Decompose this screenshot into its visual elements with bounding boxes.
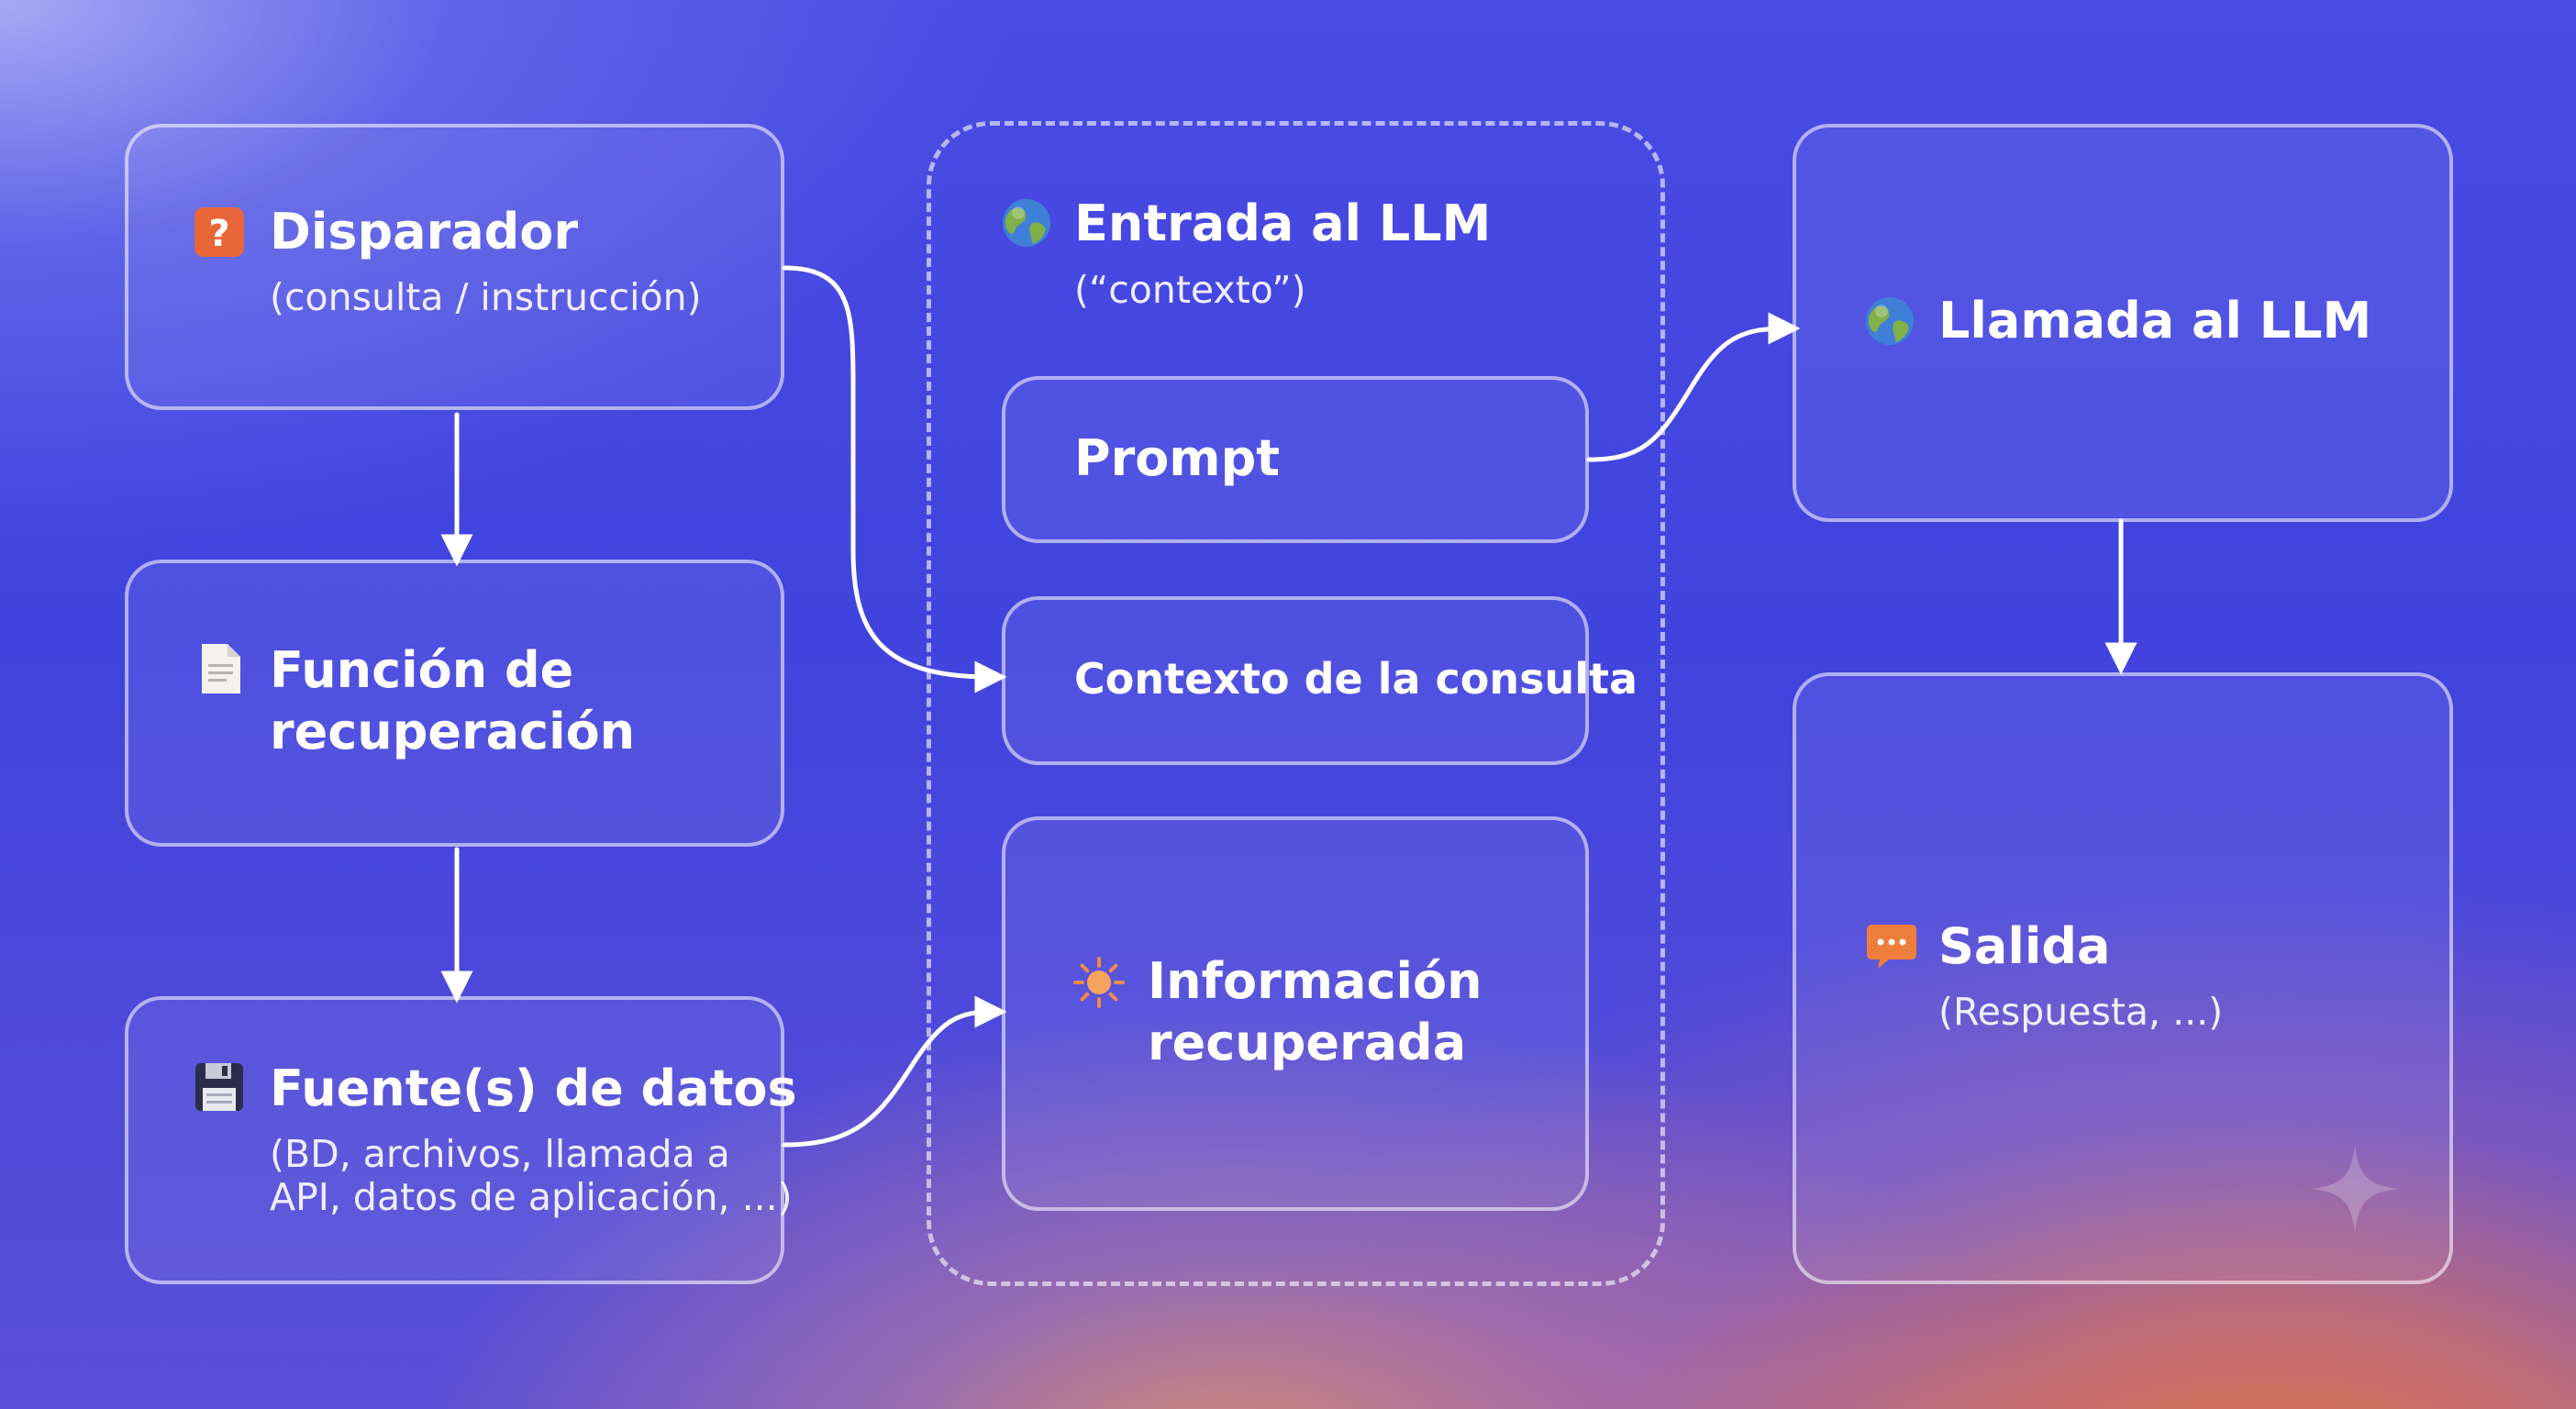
datasource-title: Fuente(s) de datos: [270, 1060, 797, 1117]
floppy-disk-icon: [195, 1063, 243, 1111]
output-box: [1793, 672, 2453, 1284]
arrow-prompt-to-llm-call: [1586, 312, 1801, 462]
arrow-trigger-to-query-context: [782, 265, 1007, 693]
retrieved-info-box: [1002, 816, 1589, 1211]
prompt-box: [1002, 376, 1589, 543]
retrieval-title-line2: recuperación: [270, 703, 636, 760]
arrow-datasource-to-retrieved-info: [782, 995, 1007, 1148]
document-icon: [202, 644, 240, 693]
globe-icon: [1866, 297, 1914, 345]
globe-icon: [1003, 199, 1050, 247]
output-subtitle: (Respuesta, ...): [1938, 990, 2224, 1034]
llm-input-group: [927, 121, 1665, 1286]
datasource-box: [125, 996, 784, 1284]
prompt-label: Prompt: [1074, 429, 1281, 487]
retrieved-info-title-line1: Información: [1148, 952, 1482, 1010]
query-context-label: Contexto de la consulta: [1074, 654, 1638, 704]
retrieval-box: [125, 560, 784, 847]
datasource-subtitle-line2: API, datos de aplicación, ...): [270, 1175, 793, 1219]
sparkle-icon: [2311, 1145, 2399, 1233]
retrieval-title-line1: Función de: [270, 641, 574, 699]
datasource-subtitle-line1: (BD, archivos, llamada a: [270, 1132, 730, 1176]
question-icon: ?: [194, 207, 244, 257]
query-context-box: [1002, 596, 1589, 765]
llm-input-subtitle: (“contexto”): [1074, 268, 1306, 312]
retrieved-info-title-line2: recuperada: [1148, 1014, 1467, 1071]
llm-call-title: Llamada al LLM: [1938, 292, 2372, 349]
svg-text:?: ?: [208, 213, 229, 255]
trigger-subtitle: (consulta / instrucción): [270, 275, 702, 319]
trigger-title: Disparador: [270, 203, 579, 261]
trigger-box: [125, 124, 784, 410]
speech-bubble-icon: [1867, 925, 1916, 969]
sun-icon: [1073, 957, 1125, 1008]
output-title: Salida: [1938, 917, 2111, 975]
llm-input-title: Entrada al LLM: [1074, 194, 1492, 252]
